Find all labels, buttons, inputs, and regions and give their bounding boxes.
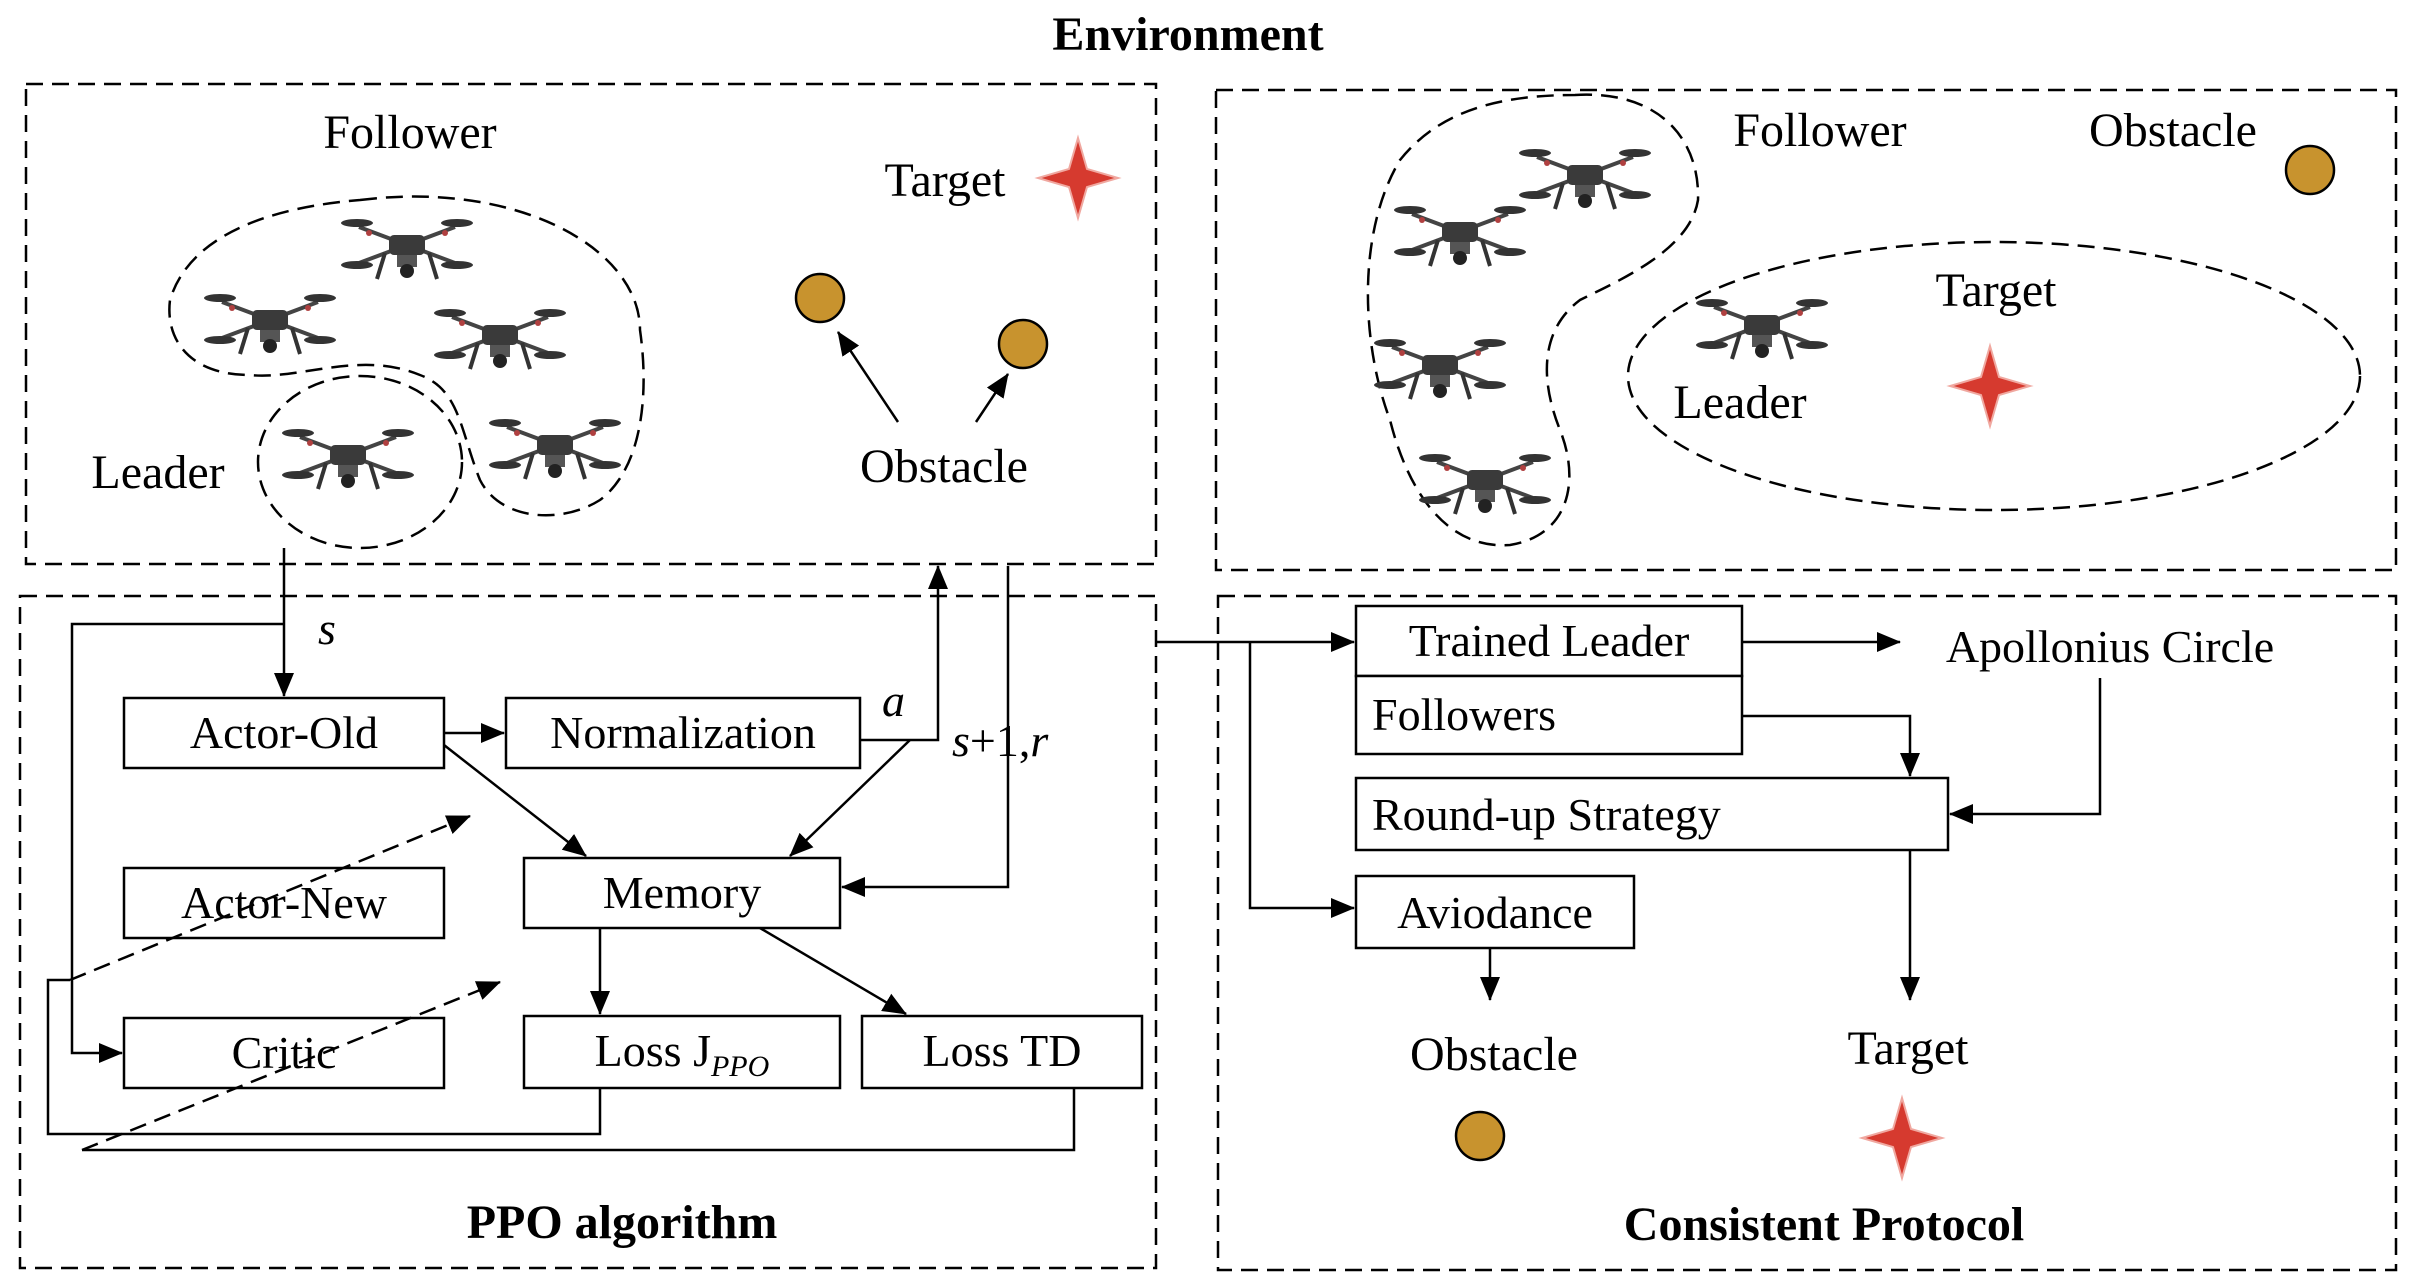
loss-jppo-label: Loss JPPO bbox=[595, 1025, 770, 1083]
target-star-icon bbox=[1861, 1097, 1943, 1179]
follower-drone-icon bbox=[1392, 204, 1528, 268]
state-label: s bbox=[318, 603, 336, 654]
memory-to-loss-td-arrow bbox=[759, 926, 907, 1016]
ppo-panel-title: PPO algorithm bbox=[467, 1196, 778, 1249]
next-state-reward-label: s+1,r bbox=[952, 715, 1049, 766]
loss-jppo-box: Loss JPPO bbox=[522, 1014, 842, 1090]
ppo-algorithm-panel bbox=[18, 594, 1158, 1270]
follower-drone-icon bbox=[1417, 452, 1553, 516]
loss-jppo-feedback-line bbox=[46, 978, 602, 1136]
action-output-arrow bbox=[860, 565, 948, 742]
loss-td-label: Loss TD bbox=[923, 1025, 1082, 1076]
leader-drone-icon bbox=[1694, 297, 1830, 361]
follower-drone-icon bbox=[1517, 147, 1653, 211]
follower-drone-icon bbox=[432, 307, 568, 371]
right-leader-label: Leader bbox=[1673, 376, 1806, 429]
roundup-strategy-label: Round-up Strategy bbox=[1372, 789, 1721, 840]
link-to-avoidance-arrow bbox=[1248, 642, 1355, 918]
right-target-label: Target bbox=[1935, 264, 2057, 317]
actor-new-box: Actor-New bbox=[122, 866, 446, 940]
obstacle-circle-icon bbox=[1454, 1110, 1506, 1162]
protocol-obstacle-label: Obstacle bbox=[1410, 1028, 1578, 1081]
right-leader-target-region bbox=[1626, 240, 2362, 512]
left-follower-label: Follower bbox=[323, 106, 496, 159]
apollonius-to-roundup-arrow bbox=[1949, 678, 2102, 824]
consistent-protocol-panel bbox=[1216, 594, 2398, 1272]
right-follower-label: Follower bbox=[1733, 104, 1906, 157]
protocol-target-label: Target bbox=[1847, 1022, 1969, 1075]
right-obstacle-label: Obstacle bbox=[2089, 104, 2257, 157]
target-star-icon bbox=[1037, 137, 1119, 219]
memory-box: Memory bbox=[522, 856, 842, 930]
avoidance-box: Aviodance bbox=[1354, 874, 1636, 950]
roundup-strategy-box: Round-up Strategy bbox=[1354, 776, 1950, 852]
follower-drone-icon bbox=[487, 417, 623, 481]
normalization-box: Normalization bbox=[504, 696, 862, 770]
action-label: a bbox=[882, 675, 905, 726]
actor-update-dashed-arrow bbox=[69, 814, 471, 982]
loss-td-feedback-line bbox=[82, 1088, 1076, 1152]
critic-box: Critic bbox=[122, 1016, 446, 1090]
trained-leader-box: Trained Leader bbox=[1354, 604, 1744, 678]
actor-old-label: Actor-Old bbox=[190, 707, 378, 758]
actor-new-label: Actor-New bbox=[181, 877, 388, 928]
left-leader-region bbox=[256, 374, 464, 550]
left-target-label: Target bbox=[884, 154, 1006, 207]
left-obstacle-label: Obstacle bbox=[860, 440, 1028, 493]
memory-label: Memory bbox=[603, 867, 761, 918]
obstacle-circle-icon bbox=[794, 272, 846, 324]
follower-drone-icon bbox=[339, 217, 475, 281]
normalization-label: Normalization bbox=[550, 707, 816, 758]
followers-label: Followers bbox=[1372, 689, 1556, 740]
left-follower-region bbox=[168, 195, 645, 517]
obstacle-pointer-arrow bbox=[974, 373, 1010, 423]
right-environment-panel bbox=[1214, 88, 2398, 572]
critic-label: Critic bbox=[232, 1027, 337, 1078]
trained-leader-label: Trained Leader bbox=[1409, 615, 1690, 666]
follower-drone-icon bbox=[202, 292, 338, 356]
obstacle-circle-icon bbox=[2284, 144, 2336, 196]
obstacle-pointer-arrow bbox=[836, 331, 900, 423]
next-state-reward-arrow bbox=[841, 566, 1010, 897]
actor-old-box: Actor-Old bbox=[122, 696, 446, 770]
left-leader-label: Leader bbox=[91, 446, 224, 499]
right-follower-region bbox=[1366, 93, 1700, 547]
leader-drone-icon bbox=[280, 427, 416, 491]
apollonius-circle-label: Apollonius Circle bbox=[1946, 621, 2274, 672]
actor-old-to-memory-arrow bbox=[443, 744, 587, 857]
followers-to-roundup-arrow bbox=[1742, 714, 1920, 777]
diagram-title: Environment bbox=[1052, 8, 1323, 61]
critic-update-dashed-arrow bbox=[81, 980, 501, 1152]
avoidance-label: Aviodance bbox=[1397, 887, 1593, 938]
protocol-panel-title: Consistent Protocol bbox=[1624, 1198, 2024, 1251]
followers-box: Followers bbox=[1354, 674, 1744, 756]
follower-drone-icon bbox=[1372, 337, 1508, 401]
loss-td-box: Loss TD bbox=[860, 1014, 1144, 1090]
action-to-memory-arrow bbox=[789, 739, 911, 857]
state-to-critic-connector bbox=[70, 622, 284, 1063]
target-star-icon bbox=[1949, 345, 2031, 427]
left-environment-panel bbox=[24, 82, 1158, 566]
obstacle-circle-icon bbox=[997, 318, 1049, 370]
